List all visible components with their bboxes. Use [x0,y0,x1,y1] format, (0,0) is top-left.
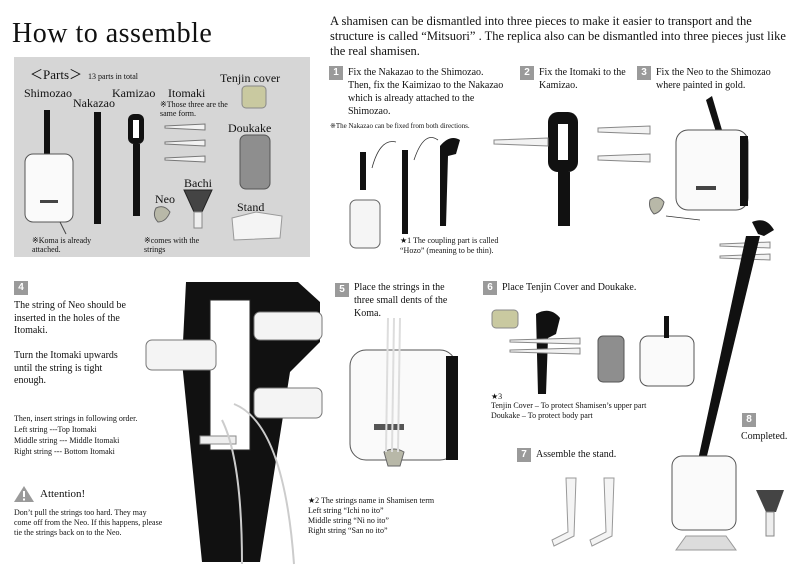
step-4-order-middle: Middle string --- Middle Itomaki [14,436,120,445]
label-tenjin-cover: Tenjin cover [220,71,281,85]
label-stand: Stand [237,200,265,214]
koma-note: ※Koma is already attached. [32,236,92,254]
label-bachi: Bachi [184,176,212,190]
step-5-star-left: Left string “Ichi no ito” [308,506,384,515]
step-7-badge: 7 [517,448,531,462]
step-6-text: Place Tenjin Cover and Doukake. [502,282,637,293]
parts-heading: ＜Parts＞ 13 parts in total [30,64,138,83]
step-2-text: Fix the Itomaki to the Kamizao. [539,67,626,91]
step-5-star-title: ★2 The strings name in Shamisen term [308,496,435,505]
step-5-badge: 5 [335,283,349,297]
tenjin-cover-illustration [241,85,267,109]
step-6-badge: 6 [483,281,497,295]
bachi-illustration [183,189,213,229]
intro-text: A shamisen can be dismantled into three … [330,14,786,58]
neo-illustration [153,206,171,223]
kamizao-illustration [128,114,144,216]
step-4-text-b: Turn the Itomaki upwards until the strin… [14,350,118,386]
step-4-order-intro: Then, insert strings in following order. [14,414,138,423]
page-title: How to assemble [12,18,213,49]
attention-text: Don’t pull the strings too hard. They ma… [14,508,163,537]
parts-heading-label: ＜Parts＞ [30,67,83,82]
step-3-badge: 3 [637,66,651,80]
parts-count: 13 parts in total [88,72,139,81]
stand-illustration [231,211,283,241]
itomaki-note: ※Those three are the same form. [160,100,228,118]
step-4-text-a: The string of Neo should be inserted in … [14,300,126,336]
step-3-text: Fix the Neo to the Shimozao where painte… [656,67,771,91]
label-nakazao: Nakazao [73,96,115,110]
label-kamizao: Kamizao [112,86,156,100]
step-1-badge: 1 [329,66,343,80]
step-5-star-middle: Middle string “Ni no ito” [308,516,389,525]
label-doukake: Doukake [228,121,272,135]
step-5-text: Place the strings in the three small den… [354,282,448,319]
strings-note: ※comes with the strings [144,236,200,254]
label-neo: Neo [155,192,175,206]
step-2-badge: 2 [520,66,534,80]
shimozao-illustration [24,110,74,235]
doukake-illustration [239,134,271,190]
label-itomaki: Itomaki [168,86,206,100]
nakazao-illustration [94,112,101,224]
attention-title: Attention! [40,488,86,500]
step-7-text: Assemble the stand. [536,449,617,460]
step-1-star-note: ★1 The coupling part is called “Hozo” (m… [400,236,499,255]
step-6-note-tenjin: Tenjin Cover – To protect Shamisen’s upp… [491,401,647,410]
step-8-text: Completed. [741,431,788,442]
step-4-order-right: Right string --- Bottom Itomaki [14,447,115,456]
label-shimozao: Shimozao [24,86,72,100]
step-1-text: Fix the Nakazao to the Shimozao. Then, f… [348,67,504,117]
step-5-star-right: Right string “San no ito” [308,526,388,535]
step-6-note-doukake: Doukake – To protect body part [491,411,593,420]
step-4-order-left: Left string ---Top Itomaki [14,425,97,434]
step-6-star: ★3 [491,392,503,401]
step-1-note: ※The Nakazao can be fixed from both dire… [330,122,470,130]
step-8-badge: 8 [742,413,756,427]
itomaki-illustration [164,123,206,163]
step-4-badge: 4 [14,281,28,295]
